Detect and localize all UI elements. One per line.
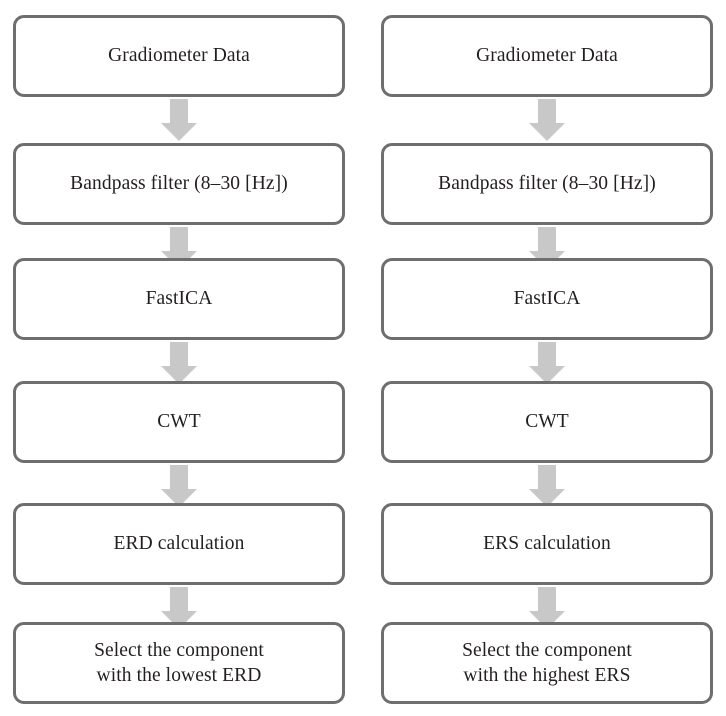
node-label: Bandpass filter (8–30 [Hz]) bbox=[438, 173, 656, 195]
down-block-arrow-icon bbox=[161, 465, 197, 507]
node-label: ERS calculation bbox=[483, 533, 611, 555]
down-block-arrow-icon bbox=[529, 342, 565, 384]
down-block-arrow-icon bbox=[529, 227, 565, 269]
down-block-arrow-icon bbox=[161, 342, 197, 384]
node-label: FastICA bbox=[513, 288, 581, 310]
node-label: Gradiometer Data bbox=[108, 45, 250, 67]
down-block-arrow-icon bbox=[161, 99, 197, 141]
node-label: CWT bbox=[157, 411, 201, 433]
down-block-arrow-icon bbox=[161, 227, 197, 269]
left-pipeline-column: Gradiometer Data Bandpass filter (8–30 [… bbox=[13, 0, 345, 716]
node-fastica-right: FastICA bbox=[381, 258, 713, 340]
node-cwt-left: CWT bbox=[13, 381, 345, 463]
right-pipeline-column: Gradiometer Data Bandpass filter (8–30 [… bbox=[381, 0, 713, 716]
down-block-arrow-icon bbox=[161, 587, 197, 629]
node-label: Select the component with the highest ER… bbox=[462, 639, 632, 686]
node-label: ERD calculation bbox=[113, 533, 245, 555]
node-select-highest-ers: Select the component with the highest ER… bbox=[381, 622, 713, 704]
node-label: FastICA bbox=[145, 288, 213, 310]
node-bandpass-filter-right: Bandpass filter (8–30 [Hz]) bbox=[381, 143, 713, 225]
node-bandpass-filter-left: Bandpass filter (8–30 [Hz]) bbox=[13, 143, 345, 225]
node-label: Bandpass filter (8–30 [Hz]) bbox=[70, 173, 288, 195]
node-fastica-left: FastICA bbox=[13, 258, 345, 340]
node-label: Select the component with the lowest ERD bbox=[94, 639, 264, 686]
node-label: CWT bbox=[525, 411, 569, 433]
node-ers-calculation: ERS calculation bbox=[381, 503, 713, 585]
node-gradiometer-data-right: Gradiometer Data bbox=[381, 15, 713, 97]
node-select-lowest-erd: Select the component with the lowest ERD bbox=[13, 622, 345, 704]
down-block-arrow-icon bbox=[529, 587, 565, 629]
node-cwt-right: CWT bbox=[381, 381, 713, 463]
down-block-arrow-icon bbox=[529, 99, 565, 141]
node-label: Gradiometer Data bbox=[476, 45, 618, 67]
down-block-arrow-icon bbox=[529, 465, 565, 507]
node-gradiometer-data-left: Gradiometer Data bbox=[13, 15, 345, 97]
node-erd-calculation: ERD calculation bbox=[13, 503, 345, 585]
